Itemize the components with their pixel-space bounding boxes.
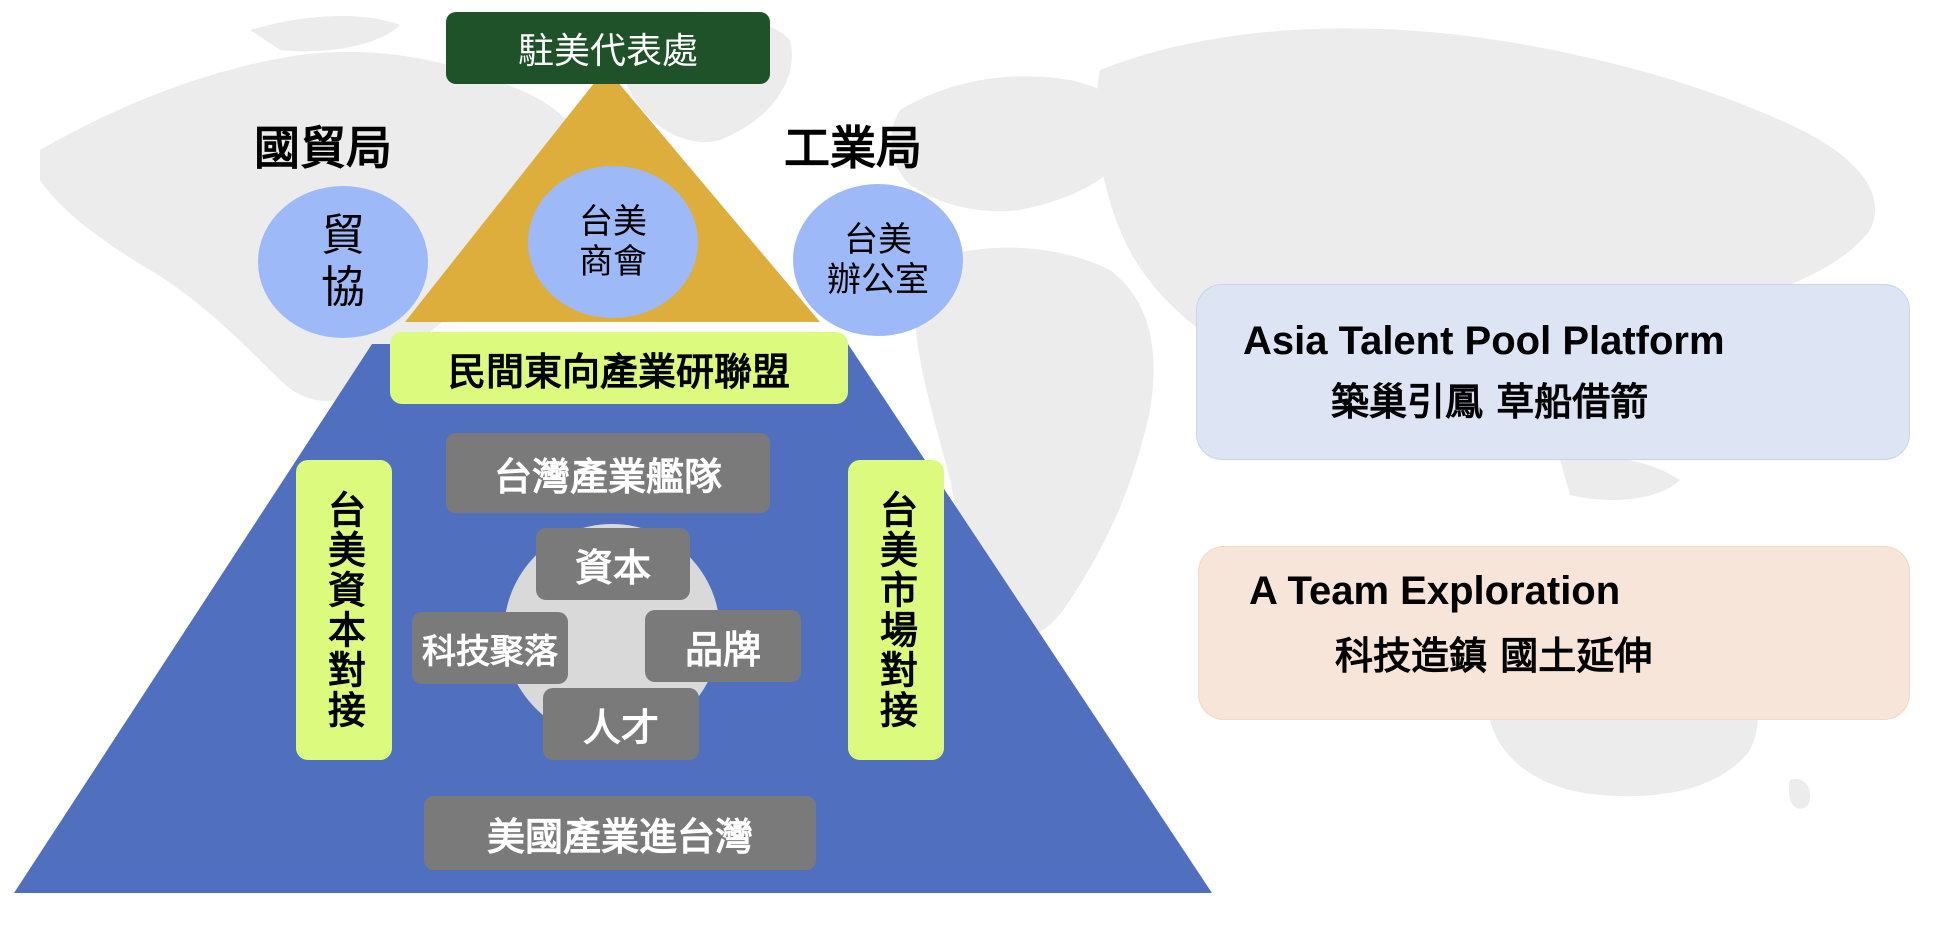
chamber-of-commerce-circle: 台美 商會 <box>528 166 698 318</box>
talent-label: 人才 <box>582 705 659 750</box>
industry-fleet-box: 台灣產業艦隊 <box>446 433 770 513</box>
capital-box: 資本 <box>536 528 690 600</box>
industry-bureau-label: 工業局 <box>784 121 922 175</box>
tech-cluster-label: 科技聚落 <box>422 631 558 672</box>
trade-association-circle: 貿 協 <box>258 186 428 338</box>
talent-pool-panel: Asia Talent Pool Platform 築巢引鳳 草船借箭 <box>1196 284 1910 460</box>
market-matching-label: 台美市場對接 <box>873 490 918 730</box>
brand-box: 品牌 <box>645 610 801 682</box>
brand-label: 品牌 <box>684 627 761 672</box>
us-industry-box: 美國產業進台灣 <box>424 796 816 870</box>
trade-association-label: 貿 協 <box>321 210 365 313</box>
taiwan-us-office-circle: 台美 辦公室 <box>793 184 963 336</box>
team-exploration-subtitle: 科技造鎮 國土延伸 <box>1335 634 1653 678</box>
talent-pool-subtitle: 築巢引鳳 草船借箭 <box>1331 380 1649 424</box>
talent-box: 人才 <box>543 688 699 760</box>
alliance-bar: 民間東向產業研聯盟 <box>390 332 848 404</box>
capital-matching-pillar: 台美資本對接 <box>296 460 392 760</box>
capital-label: 資本 <box>574 545 651 590</box>
industry-fleet-label: 台灣產業艦隊 <box>493 454 722 499</box>
representative-office-header: 駐美代表處 <box>446 12 770 84</box>
representative-office-label: 駐美代表處 <box>517 31 698 72</box>
tech-cluster-box: 科技聚落 <box>412 612 568 684</box>
capital-matching-label: 台美資本對接 <box>321 490 366 730</box>
team-exploration-panel: A Team Exploration 科技造鎮 國土延伸 <box>1198 546 1910 720</box>
trade-bureau-label: 國貿局 <box>254 121 392 175</box>
alliance-label: 民間東向產業研聯盟 <box>447 349 790 394</box>
talent-pool-title: Asia Talent Pool Platform <box>1243 319 1725 363</box>
team-exploration-title: A Team Exploration <box>1249 569 1621 613</box>
taiwan-us-office-label: 台美 辦公室 <box>827 220 929 300</box>
chamber-of-commerce-label: 台美 商會 <box>579 202 647 282</box>
us-industry-label: 美國產業進台灣 <box>486 814 753 859</box>
market-matching-pillar: 台美市場對接 <box>848 460 944 760</box>
